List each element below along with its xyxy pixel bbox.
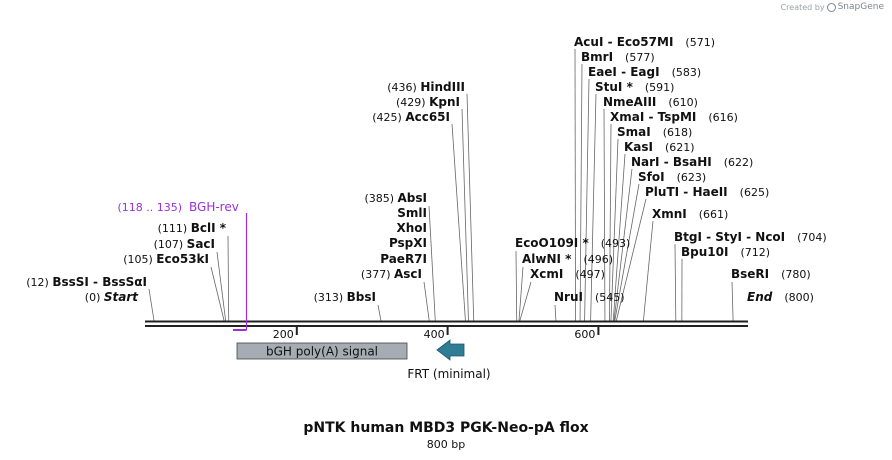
- site-cut-line: [216, 251, 227, 322]
- site-cut-line: [579, 63, 583, 322]
- site-cut-line: [614, 183, 640, 322]
- site-label[interactable]: StuI *(591): [595, 80, 674, 94]
- site-cut-line: [584, 78, 590, 322]
- site-label[interactable]: (111) BclI *: [158, 221, 227, 235]
- site-cut-line: [377, 304, 382, 322]
- ruler-tick-label: 400: [424, 328, 445, 341]
- site-cut-line: [466, 93, 475, 322]
- site-cut-line: [515, 250, 518, 322]
- site-label[interactable]: PspXI: [389, 236, 427, 250]
- credit-prefix: Created by: [780, 2, 825, 12]
- site-cut-line: [451, 123, 466, 322]
- site-cut-line: [603, 108, 606, 322]
- site-cut-line: [615, 198, 647, 322]
- site-label[interactable]: EaeI - EagI(583): [588, 65, 701, 79]
- site-cut-line: [423, 281, 430, 322]
- ruler-tick-label: 200: [273, 328, 294, 341]
- site-cut-line: [609, 123, 612, 322]
- ruler-tick-label: 600: [574, 328, 595, 341]
- site-label[interactable]: XmnI(661): [652, 207, 728, 221]
- site-cut-line: [210, 266, 225, 322]
- snapgene-credit: Created by SnapGene: [781, 2, 884, 12]
- site-label[interactable]: (436) HindIII: [387, 80, 465, 94]
- site-cut-line: [227, 235, 230, 322]
- site-label[interactable]: XmaI - TspMI(616): [610, 110, 738, 124]
- site-label[interactable]: (0) Start: [85, 290, 139, 304]
- site-cut-line: [461, 108, 469, 322]
- site-cut-line: [610, 138, 619, 322]
- site-label[interactable]: BseRI(780): [731, 267, 811, 281]
- ruler-ticks: 200 400 600: [273, 327, 600, 341]
- site-cut-line: [428, 205, 436, 322]
- site-label[interactable]: (425) Acc65I: [372, 110, 450, 124]
- site-labels: (12) BssSI - BssSαI(0) Start (105) Eco53k…: [26, 35, 826, 304]
- feature-frt[interactable]: FRT (minimal): [407, 339, 491, 381]
- site-label[interactable]: SmlI: [397, 206, 427, 220]
- site-cut-line: [612, 153, 626, 322]
- site-label[interactable]: Bpu10I(712): [681, 245, 770, 259]
- primer-bgh-rev[interactable]: (118 .. 135) BGH-rev: [117, 200, 248, 331]
- snapgene-logo-icon: [826, 2, 836, 12]
- site-label[interactable]: SmaI(618): [617, 125, 692, 139]
- site-label[interactable]: (429) KpnI: [396, 95, 460, 109]
- feature-bgh-polya[interactable]: bGH poly(A) signal: [236, 342, 408, 360]
- site-cut-line: [148, 288, 155, 322]
- site-cut-line: [674, 243, 677, 322]
- site-label[interactable]: NarI - BsaHI(622): [631, 155, 753, 169]
- site-label[interactable]: (105) Eco53kI: [123, 252, 209, 266]
- site-label[interactable]: NmeAIII(610): [603, 95, 698, 109]
- site-label[interactable]: XcmI(497): [530, 267, 605, 281]
- site-cut-line: [590, 93, 597, 322]
- site-label[interactable]: PaeR7I: [380, 252, 427, 266]
- site-label[interactable]: XhoI: [396, 221, 427, 235]
- site-label[interactable]: (12) BssSI - BssSαI: [26, 275, 147, 289]
- site-label[interactable]: (107) SacI: [154, 237, 215, 251]
- site-label[interactable]: KasI(621): [624, 140, 695, 154]
- site-label[interactable]: (377) AscI: [361, 267, 422, 281]
- site-cut-line: [519, 281, 532, 322]
- primer-name: BGH-rev: [189, 200, 239, 214]
- primer-range: (118 .. 135): [117, 201, 182, 214]
- site-label[interactable]: PluTI - HaeII(625): [645, 185, 769, 199]
- site-cut-line: [642, 220, 654, 322]
- feature-bgh-label: bGH poly(A) signal: [266, 345, 378, 359]
- site-label[interactable]: NruI(545): [554, 290, 625, 304]
- site-cut-line: [554, 304, 557, 322]
- site-label[interactable]: (385) AbsI: [364, 191, 427, 205]
- feature-frt-label: FRT (minimal): [407, 367, 490, 381]
- site-label[interactable]: BtgI - StyI - NcoI(704): [674, 230, 827, 244]
- site-label[interactable]: (313) BbsI: [314, 290, 376, 304]
- site-label[interactable]: End(800): [747, 290, 814, 304]
- site-cut-line: [518, 266, 524, 322]
- site-label[interactable]: BmrI(577): [581, 50, 655, 64]
- map-title-block: pNTK human MBD3 PGK-Neo-pA flox 800 bp: [0, 420, 892, 451]
- site-lines: [148, 48, 734, 322]
- site-cut-line: [574, 48, 576, 322]
- backbone: [145, 320, 748, 327]
- site-cut-line: [731, 281, 734, 322]
- site-label[interactable]: SfoI(623): [638, 170, 706, 184]
- map-length: 800 bp: [426, 438, 466, 451]
- map-title: pNTK human MBD3 PGK-Neo-pA flox: [303, 420, 589, 436]
- credit-brand: SnapGene: [837, 2, 884, 12]
- site-label[interactable]: AlwNI *(496): [522, 252, 613, 266]
- site-cut-line: [613, 168, 633, 322]
- site-label[interactable]: EcoO109I *(493): [515, 236, 630, 250]
- site-label[interactable]: AcuI - Eco57MI(571): [574, 35, 715, 49]
